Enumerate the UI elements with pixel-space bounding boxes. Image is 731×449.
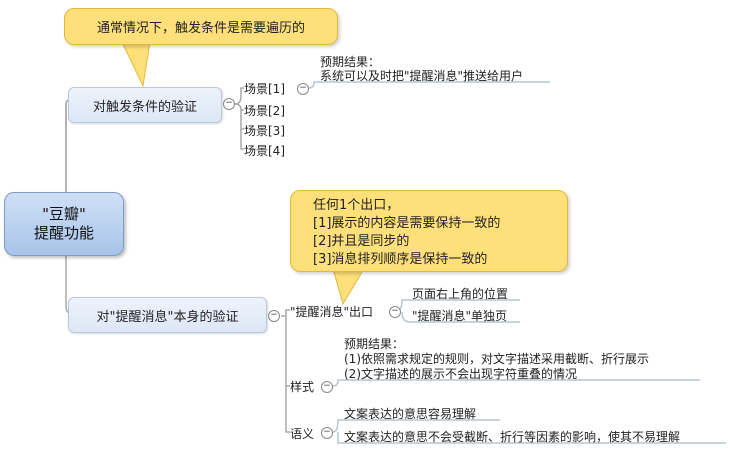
root-title-line2: 提醒功能 (33, 224, 94, 242)
collapse-toggle-icon[interactable]: − (268, 310, 280, 322)
semantic-item-2[interactable]: 文案表达的意思不会受截断、折行等因素的影响，使其不易理解 (344, 430, 681, 444)
callout-trigger-note-text: 通常情况下，触发条件是需要遍历的 (96, 21, 305, 36)
scenario-3[interactable]: 场景[3] (244, 124, 285, 138)
collapse-toggle-icon[interactable]: − (321, 427, 333, 439)
scenario-1[interactable]: 场景[1] (244, 82, 285, 96)
exit-item-separate-page[interactable]: "提醒消息"单独页 (412, 309, 508, 323)
scenario-4[interactable]: 场景[4] (244, 144, 285, 158)
topic-message-validation-label: 对"提醒消息"本身的验证 (96, 309, 239, 325)
scenario-2[interactable]: 场景[2] (244, 104, 285, 118)
callout-line: [3]消息排列顺序是保持一致的 (313, 252, 488, 267)
callout-line: 任何1个出口， (313, 198, 400, 213)
style-result-line-2: (2)文字描述的展示不会出现字符重叠的情况 (344, 367, 577, 381)
callout-line: [1]展示的内容是需要保持一致的 (313, 216, 501, 231)
style-result-line-1: (1)依照需求规定的规则，对文字描述采用截断、折行展示 (344, 352, 650, 366)
collapse-toggle-icon[interactable]: − (223, 98, 235, 110)
callout-message-note: 任何1个出口， [1]展示的内容是需要保持一致的 [2]并且是同步的 [3]消息… (290, 190, 568, 272)
callout-trigger-note: 通常情况下，触发条件是需要遍历的 (64, 8, 338, 45)
message-exit-topic[interactable]: "提醒消息"出口 (290, 305, 374, 319)
collapse-toggle-icon[interactable]: − (297, 83, 309, 95)
expected-result-text: 系统可以及时把"提醒消息"推送给用户 (320, 69, 524, 83)
root-topic[interactable]: "豆瓣" 提醒功能 (4, 192, 124, 256)
exit-item-top-right[interactable]: 页面右上角的位置 (412, 287, 509, 301)
topic-trigger-validation[interactable]: 对触发条件的验证 (68, 87, 222, 123)
style-result-title: 预期结果： (344, 337, 405, 351)
semantic-item-1[interactable]: 文案表达的意思容易理解 (344, 407, 477, 421)
semantic-topic[interactable]: 语义 (290, 427, 315, 441)
root-title-line1: "豆瓣" (42, 205, 86, 223)
collapse-toggle-icon[interactable]: − (321, 381, 333, 393)
callout-line: [2]并且是同步的 (313, 234, 410, 249)
topic-trigger-validation-label: 对触发条件的验证 (92, 99, 197, 115)
expected-result-title: 预期结果： (320, 55, 381, 69)
collapse-toggle-icon[interactable]: − (389, 306, 401, 318)
style-topic[interactable]: 样式 (290, 380, 315, 394)
topic-message-validation[interactable]: 对"提醒消息"本身的验证 (68, 297, 267, 333)
